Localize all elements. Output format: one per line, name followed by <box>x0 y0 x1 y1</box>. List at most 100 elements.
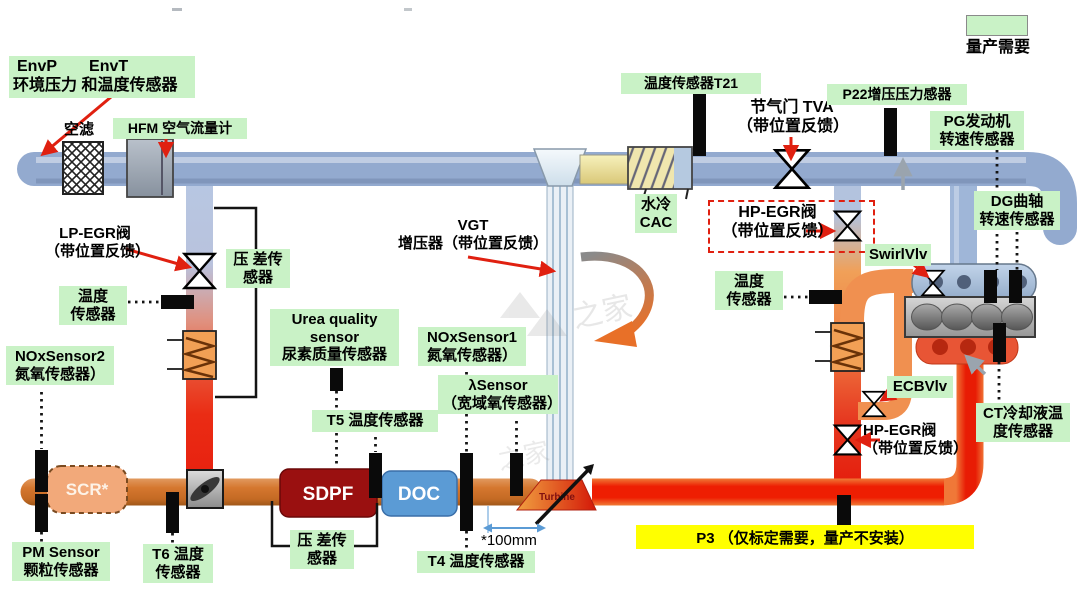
pg-line2: 转速传感器 <box>939 130 1015 148</box>
ecbv-label: ECBVlv <box>887 376 953 398</box>
pg-sensor-probe <box>984 270 997 303</box>
pdiff-left-line2: 感器 <box>242 268 273 286</box>
lp-egr-pointer-arrow <box>125 247 193 272</box>
pg-label: PG发动机 转速传感器 <box>930 111 1024 151</box>
urea-sensor-probe <box>330 368 343 391</box>
pm-line1: PM Sensor <box>22 544 100 561</box>
hp-egr1-dashed-box <box>708 200 875 253</box>
ct-sensor-probe <box>993 323 1006 362</box>
doc-label: DOC <box>398 484 441 505</box>
lp-egr-pipe <box>186 183 213 473</box>
nox1-t4-sensor-probe <box>460 453 473 531</box>
pm-line2: 颗粒传感器 <box>23 561 99 579</box>
temp-left-line1: 温度 <box>77 288 108 305</box>
envt-text: EnvT <box>89 58 129 75</box>
ct-line2: 度传感器 <box>992 422 1053 440</box>
sensor-probes <box>35 94 1022 533</box>
lp-egr-label-line2: （带位置反馈） <box>45 243 151 260</box>
cac-line2: CAC <box>639 213 673 231</box>
equipment: SCR* SDPF DOC Turbine <box>46 138 1037 526</box>
t21-label: 温度传感器T21 <box>621 73 761 94</box>
intake-pipe <box>17 152 1077 245</box>
pg-line1: PG发动机 <box>943 113 1011 130</box>
urea-line3: 尿素质量传感器 <box>281 346 387 364</box>
dimension-arrowhead-left <box>483 523 492 533</box>
turbine-axis-arrowhead <box>583 464 594 475</box>
manifold-port <box>957 275 971 289</box>
env-desc-text: 环境压力 和温度传感器 <box>13 76 178 94</box>
pdiff-bottom-line1: 压 差传 <box>297 532 347 549</box>
temp-left-label: 温度 传感器 <box>59 286 127 326</box>
turbine-label: Turbine <box>539 492 575 503</box>
egr-flow-arrowhead <box>594 321 637 347</box>
temp-right-sensor-probe <box>809 290 842 304</box>
cac-line1: 水冷 <box>640 196 671 213</box>
exhaust-port <box>960 339 976 355</box>
watermark-text: 之家 <box>495 436 552 476</box>
egr-feed-pipe <box>840 269 913 323</box>
air-filter-mesh <box>62 141 104 195</box>
intake-branch-pipe <box>950 183 977 268</box>
swirl-valve-label: SwirlVlv <box>865 244 931 266</box>
nox1-line2: 氮氧传感器） <box>426 346 517 364</box>
t4-label: T4 温度传感器 <box>417 551 535 573</box>
vgt-line2: 增压器（带位置反馈） <box>398 235 549 252</box>
dimension-100mm <box>483 506 546 533</box>
p22-sensor-probe <box>884 108 897 156</box>
nox2-label: NOxSensor2 氮氧传感器） <box>6 346 114 386</box>
t5-label: T5 温度传感器 <box>312 410 438 432</box>
nox1-line1: NOxSensor1 <box>426 329 518 346</box>
intake-branch-highlight <box>954 183 959 268</box>
lambda-line2: （宽域氧传感器） <box>442 394 563 412</box>
temp-right-line1: 温度 <box>733 273 764 290</box>
lp-egr-label-line1: LP-EGR阀 <box>59 225 131 242</box>
ct-line1: CT冷却液温 <box>983 405 1063 422</box>
tva-label: 节气门 TVA （带位置反馈） <box>737 98 849 136</box>
urea-line1: Urea quality <box>291 311 378 328</box>
t21-sensor-probe <box>693 94 706 156</box>
pdiff-left-line1: 压 差传 <box>233 251 283 268</box>
turbine-axis-arrow <box>534 464 594 526</box>
dg-line1: DG曲轴 <box>990 193 1044 210</box>
dg-line2: 转速传感器 <box>979 210 1055 228</box>
temp-left-sensor-probe <box>161 295 194 309</box>
nox1-label: NOxSensor1 氮氧传感器） <box>418 327 526 367</box>
watermark-triangle <box>500 292 540 318</box>
arrows <box>40 8 987 533</box>
temp-left-line2: 传感器 <box>70 305 116 323</box>
temp-right-label: 温度 传感器 <box>715 271 783 311</box>
dg-sensor-probe <box>1009 270 1022 303</box>
hp-egr1-line2: （带位置反馈） <box>721 223 834 241</box>
hp-egr1-label: HP-EGR阀 （带位置反馈） <box>710 203 845 241</box>
dg-label: DG曲轴 转速传感器 <box>974 191 1060 231</box>
t6-label: T6 温度 传感器 <box>143 544 213 584</box>
pm-sensor-label: PM Sensor 颗粒传感器 <box>12 542 110 582</box>
cac-hatch <box>628 147 676 189</box>
flap-pivot <box>201 485 209 493</box>
lp-cooler-coil <box>181 336 218 379</box>
artifact-speck <box>172 8 182 11</box>
pdiff-bottom-bracket-left <box>270 501 290 548</box>
t6-line2: 传感器 <box>155 563 201 581</box>
lambda-label: λSensor （宽域氧传感器） <box>438 375 563 415</box>
vgt-pointer-arrow <box>467 255 557 277</box>
legend-swatch <box>966 15 1028 36</box>
temp-right-line2: 传感器 <box>726 290 772 308</box>
charge-pipe <box>579 154 631 185</box>
cac-label: 水冷 CAC <box>635 194 677 234</box>
hp-egr2-label: HP-EGR阀 （带位置反馈） <box>863 422 968 458</box>
dimension-label: *100mm <box>481 532 537 549</box>
turbine-body <box>515 479 597 511</box>
artifact-speck <box>404 8 412 11</box>
cylinder <box>1001 303 1033 331</box>
pdiff-left-label: 压 差传 感器 <box>226 249 290 289</box>
pdiff-bottom-line2: 感器 <box>306 549 337 567</box>
ct-label: CT冷却液温 度传感器 <box>976 403 1070 443</box>
scr-label: SCR* <box>66 480 109 499</box>
exhaust-port <box>932 339 948 355</box>
engine-downpipe <box>940 355 984 506</box>
lambda-line1: λSensor <box>468 377 528 394</box>
exhaust-flap-valve <box>186 469 224 509</box>
